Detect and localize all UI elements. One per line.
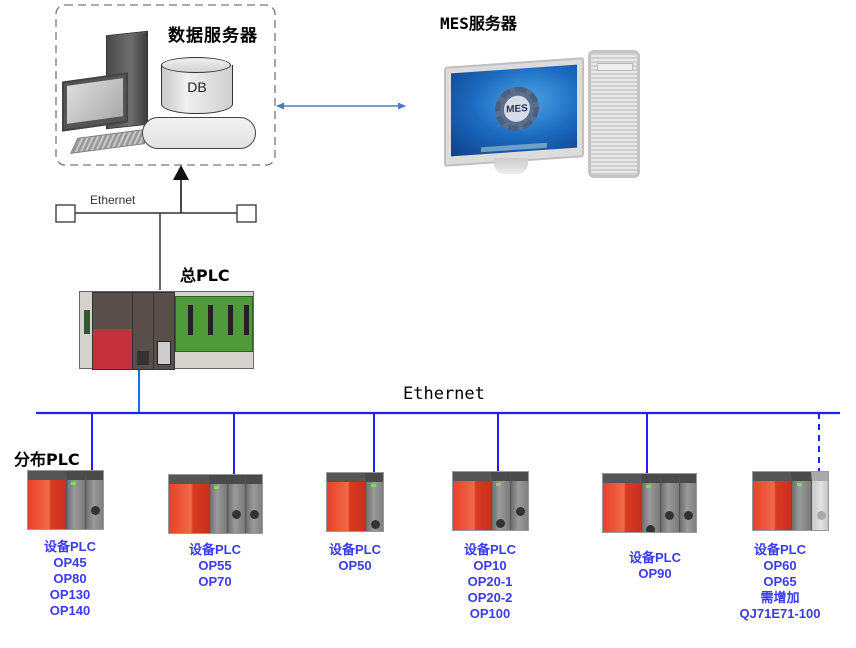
base-slots [175,296,253,352]
node-6-line-1: 设备PLC [753,542,806,557]
node-6-line-3: OP65 [763,574,797,589]
lower-ethernet-label: Ethernet [403,384,485,404]
node-1-line-2: OP45 [53,555,87,570]
upper-terminal-left [55,204,76,223]
plc-unit-5 [602,473,697,533]
plc-node-2-label: 设备PLC OP55 OP70 [165,542,265,590]
node-6-line-5: QJ71E71-100 [739,606,821,621]
mes-monitor-icon: MES [444,57,584,167]
node-5-line-2: OP90 [638,566,672,581]
plc-node-5-label: 设备PLC OP90 [605,550,705,582]
db-server: DB 数据服务器 [56,5,275,165]
node-2-line-2: OP55 [198,558,232,573]
node-3-line-2: OP50 [338,558,372,573]
node-3-line-1: 设备PLC [328,542,381,557]
node-6-line-2: OP60 [763,558,797,573]
plc-node-4-label: 设备PLC OP10 OP20-1 OP20-2 OP100 [440,542,540,622]
node-6-line-4: 需增加 [760,590,800,605]
node-1-line-3: OP80 [53,571,87,586]
plc-unit-3 [326,472,384,532]
mes-monitor-stand [494,158,528,174]
main-plc-title: 总PLC [180,266,230,285]
db-application-bar [142,117,256,149]
monitor-icon [62,72,128,132]
power-supply-module [92,292,134,370]
plc-unit-2 [168,474,263,534]
cpu-module [132,292,155,370]
arrow-up-icon [173,165,189,180]
mes-server: MES [440,40,650,180]
plc-unit-1 [27,470,104,530]
db-server-boundary [55,4,276,166]
main-plc-rack [79,291,254,370]
mes-gear-logo-icon: MES [495,85,539,133]
plc-unit-6 [752,471,829,531]
node-1-line-4: OP130 [49,587,91,602]
node-2-line-3: OP70 [198,574,232,589]
plc-node-1-label: 设备PLC OP45 OP80 OP130 OP140 [20,539,120,619]
distributed-plc-title: 分布PLC [14,450,80,469]
node-4-line-5: OP100 [469,606,511,621]
arrowhead-right-icon [398,102,406,110]
keyboard-icon [69,128,153,154]
database-icon: DB [161,57,233,115]
plc-unit-4 [452,471,529,531]
mes-server-title: MES服务器 [440,14,517,33]
node-5-line-1: 设备PLC [628,550,681,565]
db-server-title: 数据服务器 [168,26,258,46]
arrowhead-left-icon [276,102,284,110]
upper-terminal-right [236,204,257,223]
upper-ethernet-label: Ethernet [90,193,136,207]
node-4-line-4: OP20-2 [467,590,513,605]
node-1-line-1: 设备PLC [43,539,96,554]
node-1-line-5: OP140 [49,603,91,618]
db-label: DB [187,79,207,95]
mes-logo-text: MES [506,102,528,116]
node-4-line-3: OP20-1 [467,574,513,589]
node-2-line-1: 设备PLC [188,542,241,557]
plc-node-6-label: 设备PLC OP60 OP65 需增加 QJ71E71-100 [720,542,840,622]
plc-node-3-label: 设备PLC OP50 [305,542,405,574]
node-4-line-1: 设备PLC [463,542,516,557]
node-4-line-2: OP10 [473,558,507,573]
mes-tower-icon [588,50,640,178]
ethernet-module [153,292,175,370]
